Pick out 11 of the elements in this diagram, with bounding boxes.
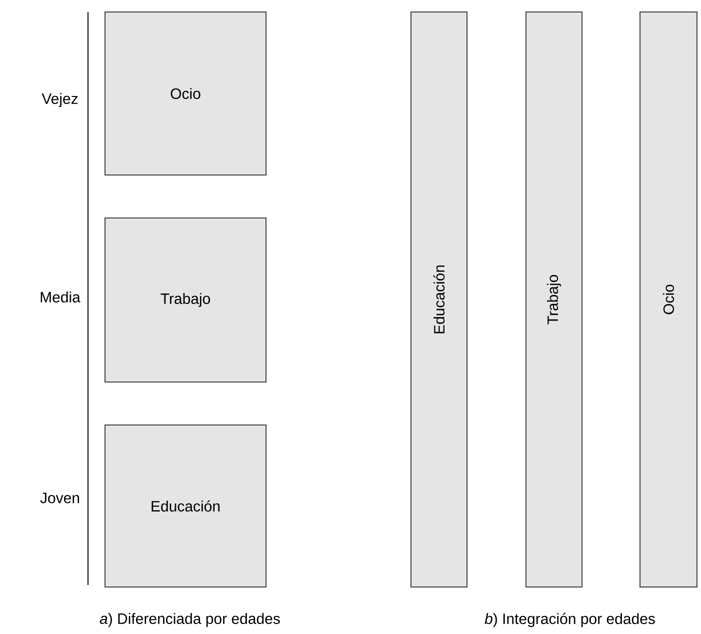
label: Vejez xyxy=(42,93,78,107)
label: Joven xyxy=(40,492,80,504)
bar: Trabajo xyxy=(526,12,582,588)
box: Trabajo xyxy=(104,218,266,382)
label: a) Diferenciada por edades xyxy=(100,613,280,627)
box: Educación xyxy=(104,424,266,588)
bar: Ocio xyxy=(640,12,698,588)
box: Ocio xyxy=(104,12,266,176)
label: Media xyxy=(40,291,80,302)
bar: Educación xyxy=(410,12,468,588)
label: b) Integración por edades xyxy=(484,612,655,628)
